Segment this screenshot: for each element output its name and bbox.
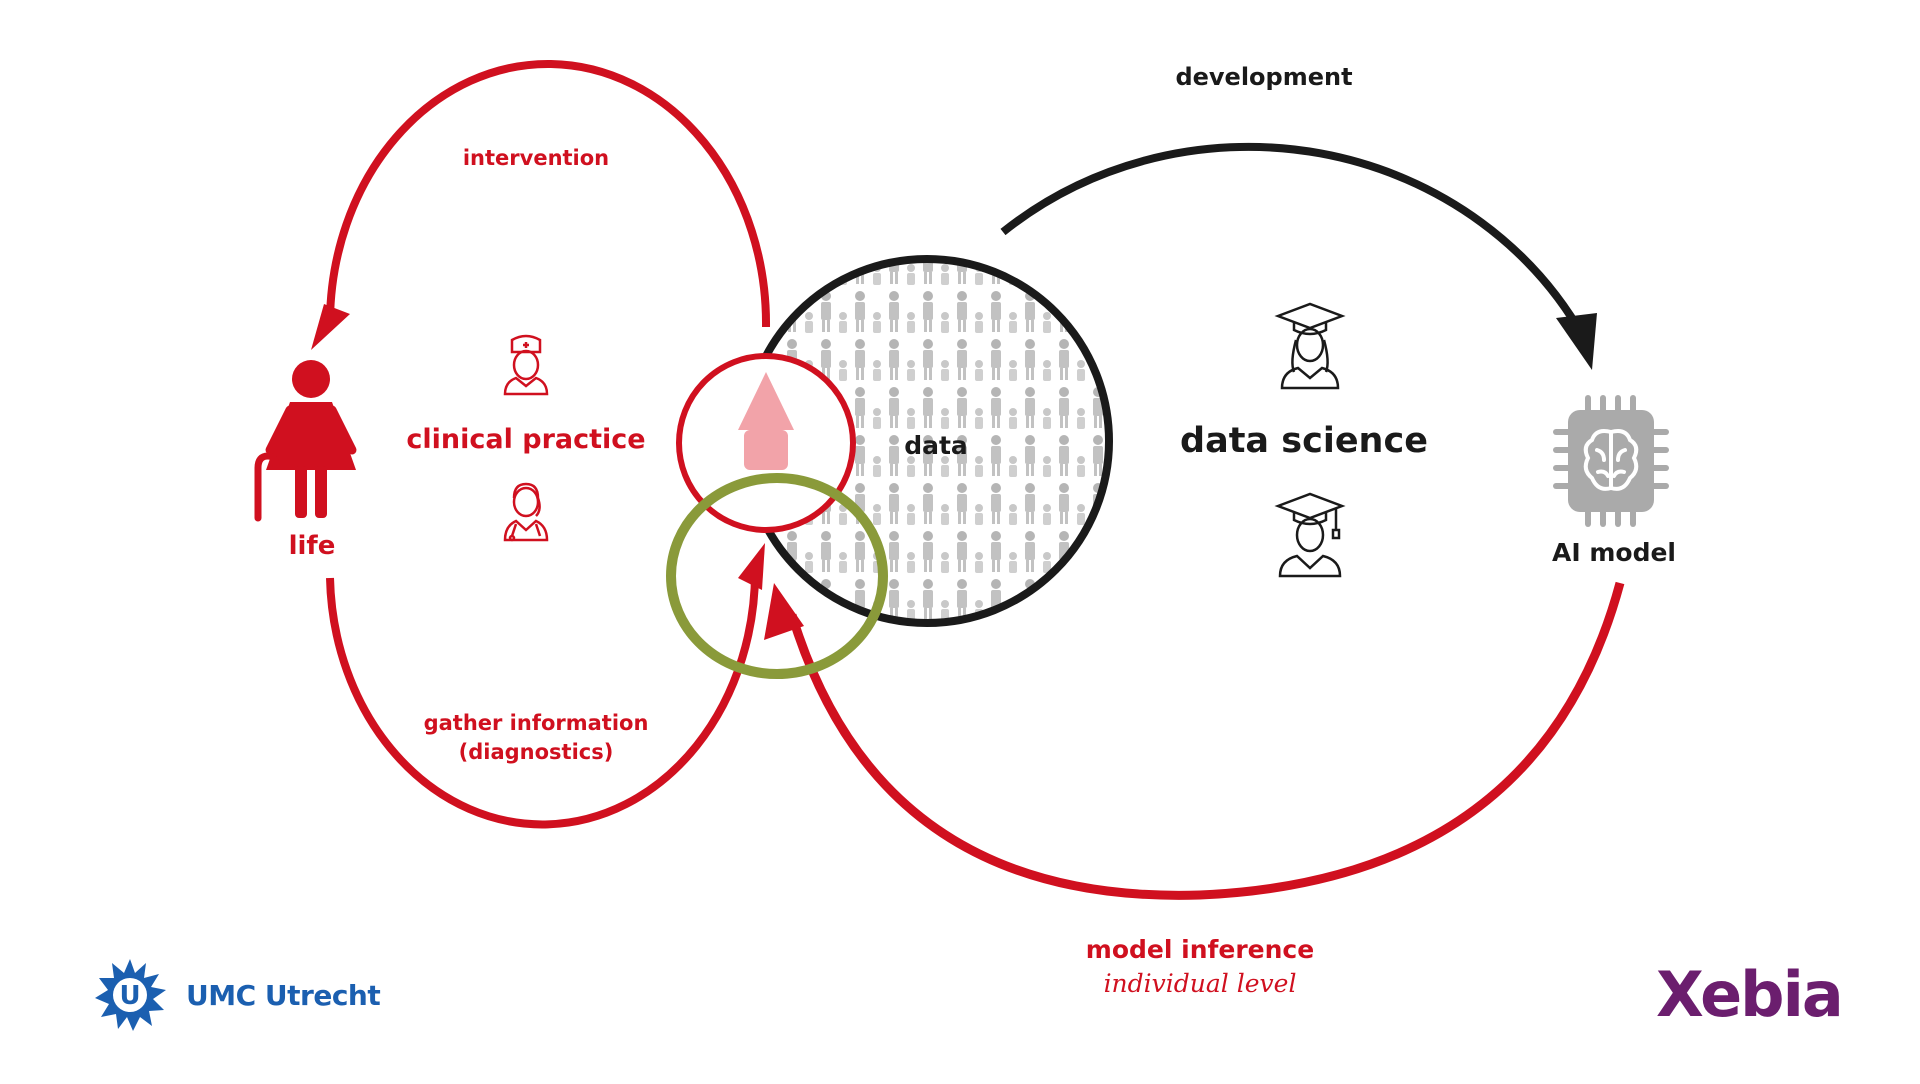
development-arc [1000, 142, 1588, 340]
data-science-label: data science [1180, 421, 1428, 461]
individual-level-label: individual level [1103, 969, 1297, 998]
individual-patient-figure [738, 372, 794, 470]
data-label: data [904, 431, 968, 460]
nurse-icon [503, 334, 549, 396]
intervention-arc [326, 59, 771, 328]
umc-utrecht-logo-mark: U [95, 959, 166, 1031]
brain-chip-icon [1553, 395, 1669, 527]
development-arrowhead [1556, 313, 1597, 370]
highlight-circle [666, 473, 888, 679]
life-label: life [288, 531, 336, 561]
xebia-logo: Xebia [1656, 955, 1846, 1035]
gather-information-arc [326, 564, 760, 829]
clinical-practice-label: clinical practice [406, 424, 646, 455]
intervention-arrowhead [311, 304, 350, 350]
intervention-label: intervention [462, 146, 610, 170]
doctor-icon [503, 482, 549, 542]
elderly-woman-cane-icon [254, 360, 357, 522]
umc-logo-text: UMC Utrecht [186, 978, 381, 1012]
gather-information-label: gather information [423, 711, 649, 735]
development-label: development [1175, 63, 1353, 91]
svg-text:U: U [119, 981, 140, 1011]
ai-model-label: AI model [1552, 538, 1676, 567]
graduate-female-icon [1274, 302, 1346, 390]
graduate-male-icon [1274, 492, 1346, 578]
umc-utrecht-logo: UMC Utrecht [92, 955, 381, 1035]
model-inference-label: model inference [1085, 935, 1315, 964]
diagnostics-label: (diagnostics) [458, 740, 614, 764]
umc-logo-spacer [92, 955, 176, 1035]
model-inference-arc [787, 581, 1625, 900]
xebia-logo-text: Xebia [1656, 958, 1844, 1031]
gather-information-arrowhead [738, 543, 765, 590]
model-inference-arrowhead [764, 583, 804, 640]
